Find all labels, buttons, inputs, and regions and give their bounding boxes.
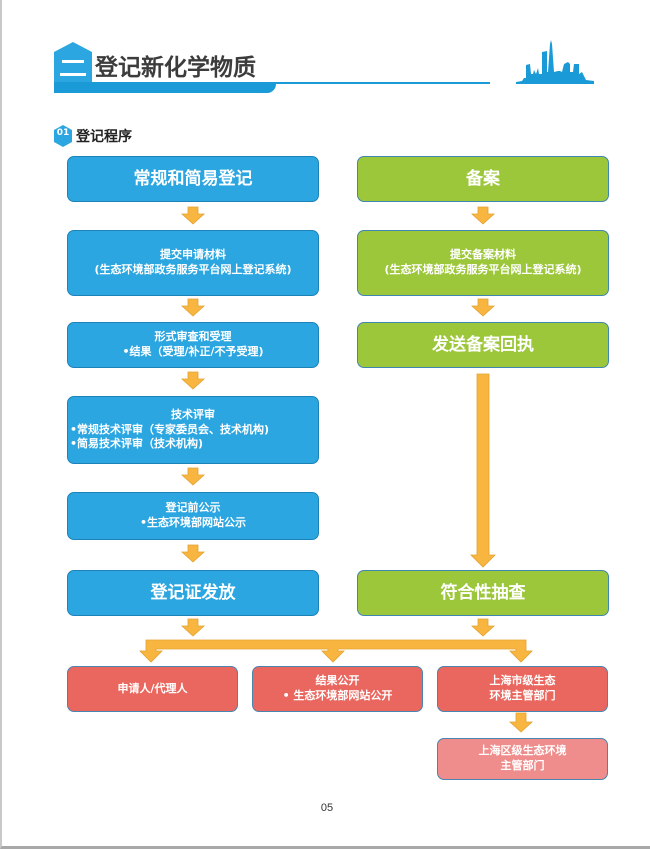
arrow-down-icon bbox=[470, 298, 496, 317]
chapter-hexagon-icon bbox=[54, 42, 92, 92]
arrow-down-icon bbox=[180, 467, 206, 486]
step-technical-review: 技术评审 •常规技术评审（专家委员会、技术机构) •简易技术评审（技术机构) bbox=[67, 396, 319, 464]
arrow-down-icon bbox=[180, 206, 206, 225]
step-pre-registration-notice: 登记前公示 •生态环境部网站公示 bbox=[67, 492, 319, 540]
arrow-down-icon bbox=[180, 298, 206, 317]
page-number: 05 bbox=[320, 802, 334, 814]
long-arrow-down-icon bbox=[470, 373, 496, 568]
outcome-shanghai-municipal: 上海市级生态 环境主管部门 bbox=[437, 666, 608, 712]
outcome-shanghai-district: 上海区级生态环境 主管部门 bbox=[437, 738, 608, 780]
arrow-down-icon bbox=[180, 371, 206, 390]
section-hexagon-icon bbox=[54, 125, 72, 147]
step-submit-filing: 提交备案材料 (生态环境部政务服务平台网上登记系统) bbox=[357, 230, 609, 296]
step-certificate-issuance: 登记证发放 bbox=[67, 570, 319, 616]
arrow-down-icon bbox=[508, 712, 534, 733]
header-rule bbox=[272, 82, 490, 84]
arrow-down-icon bbox=[470, 618, 496, 637]
step-send-receipt: 发送备案回执 bbox=[357, 322, 609, 368]
step-regular-simple-registration: 常规和简易登记 bbox=[67, 156, 319, 202]
outcome-applicant: 申请人/代理人 bbox=[67, 666, 238, 712]
arrow-down-icon bbox=[180, 544, 206, 563]
step-compliance-check: 符合性抽查 bbox=[357, 570, 609, 616]
chapter-title: 登记新化学物质 bbox=[95, 55, 256, 81]
step-formal-review: 形式审查和受理 •结果（受理/补正/不予受理) bbox=[67, 322, 319, 368]
arrow-down-icon bbox=[180, 618, 206, 637]
outcome-result-public: 结果公开 • 生态环境部网站公开 bbox=[252, 666, 423, 712]
section-number: 01 bbox=[56, 128, 70, 138]
distribution-bar bbox=[139, 639, 533, 663]
arrow-down-icon bbox=[470, 206, 496, 225]
city-skyline-icon bbox=[516, 40, 594, 84]
step-submit-application: 提交申请材料 (生态环境部政务服务平台网上登记系统) bbox=[67, 230, 319, 296]
step-filing: 备案 bbox=[357, 156, 609, 202]
header-underline-bar bbox=[54, 82, 276, 93]
section-title: 登记程序 bbox=[76, 129, 132, 145]
